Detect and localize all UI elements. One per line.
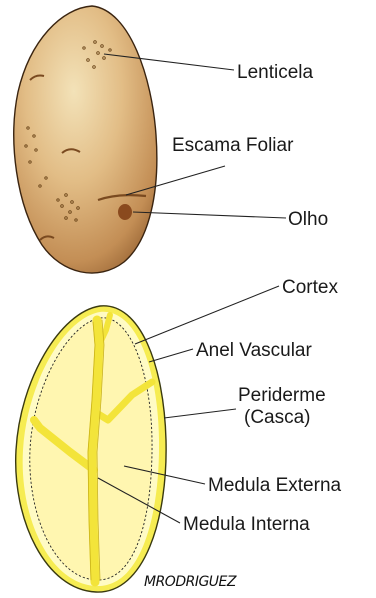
label-medula-externa: Medula Externa bbox=[208, 476, 341, 495]
label-lenticela: Lenticela bbox=[237, 63, 313, 82]
potato-cross-section bbox=[16, 306, 166, 592]
label-medula-interna: Medula Interna bbox=[183, 515, 310, 534]
artist-signature: MRODRIGUEZ bbox=[144, 574, 236, 590]
label-periderme: Periderme bbox=[238, 386, 326, 405]
label-anel-vascular: Anel Vascular bbox=[196, 341, 312, 360]
label-casca: (Casca) bbox=[244, 408, 311, 427]
label-olho: Olho bbox=[288, 210, 328, 229]
potato-skin bbox=[14, 6, 157, 273]
olho-bud bbox=[118, 204, 132, 220]
label-escama-foliar: Escama Foliar bbox=[172, 136, 293, 155]
label-cortex: Cortex bbox=[282, 278, 338, 297]
whole-potato bbox=[14, 6, 157, 273]
